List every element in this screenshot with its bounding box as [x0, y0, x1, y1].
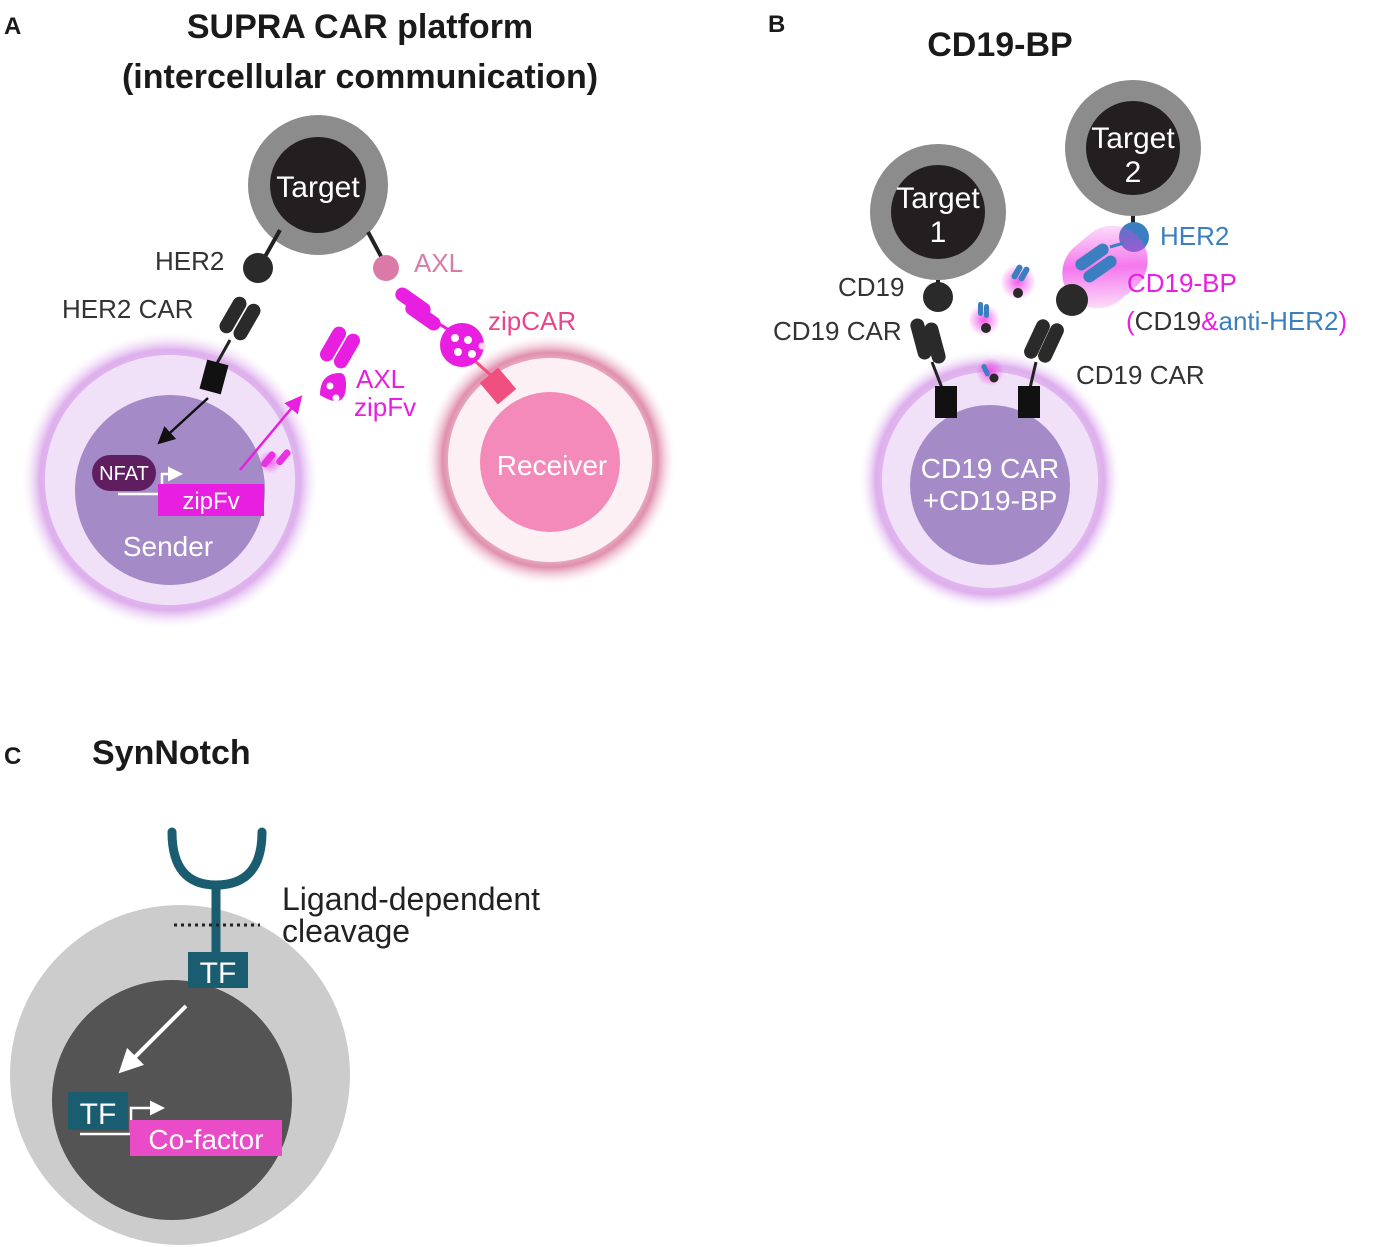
- secretion-arrow: [239, 395, 303, 471]
- target-label-a: Target: [276, 171, 360, 204]
- synnotch-receptor-head: [167, 827, 267, 890]
- her2-car-label: HER2 CAR: [62, 294, 193, 324]
- tf-nucleus-box: [68, 1092, 128, 1130]
- cd19-bp-composition: (CD19&anti-HER2): [1126, 306, 1347, 336]
- paren-close: ): [1338, 306, 1347, 336]
- tf-membrane-label: TF: [200, 957, 237, 990]
- panel-b: B CD19-BP Target 1 Target 2 HER2 CD19 CD…: [768, 11, 1347, 610]
- cleavage-label-2: cleavage: [282, 913, 410, 949]
- cd19-bp-label: CD19-BP: [1127, 268, 1237, 298]
- panel-c-letter: C: [4, 743, 21, 770]
- her2-label-b: HER2: [1160, 221, 1229, 251]
- zipcar: [395, 287, 517, 405]
- sender-label: Sender: [123, 531, 213, 562]
- zipfv-gene: [158, 484, 264, 516]
- target-2-label-2: 2: [1125, 156, 1142, 189]
- nfat-box: [92, 455, 156, 491]
- cd19-car-left: [910, 318, 957, 418]
- zipcar-label: zipCAR: [488, 306, 576, 336]
- cofactor-gene: [130, 1120, 282, 1156]
- synnotch-nucleus: [52, 980, 292, 1220]
- receiver-label: Receiver: [497, 450, 607, 481]
- amp: &: [1201, 306, 1218, 336]
- panel-a-letter: A: [4, 13, 21, 40]
- receiver-cell: [480, 392, 620, 532]
- effector-label-1: CD19 CAR: [921, 453, 1059, 484]
- axl-antigen: [373, 255, 399, 281]
- panel-a: A SUPRA CAR platform (intercellular comm…: [4, 8, 675, 628]
- target-1-cell: Target 1: [870, 144, 1006, 280]
- target-cell-a: Target: [248, 115, 388, 255]
- cd19-car-left-label: CD19 CAR: [773, 316, 902, 346]
- paren-open: (: [1126, 306, 1135, 336]
- axl-zipfv-label-1: AXL: [356, 364, 405, 394]
- axl-label: AXL: [414, 248, 463, 278]
- target-2-cell: Target 2: [1065, 80, 1201, 216]
- tf-membrane-box: [188, 952, 248, 988]
- cd19-antigen: [923, 282, 953, 312]
- cd19-label: CD19: [838, 272, 904, 302]
- panel-a-title-line1: SUPRA CAR platform: [187, 8, 533, 46]
- free-cd19-bp: [968, 264, 1036, 386]
- signal-arrow-a: [157, 397, 209, 445]
- target-1-label-2: 1: [930, 216, 947, 249]
- axl-zipfv: [320, 326, 360, 402]
- her2-label-a: HER2: [155, 246, 224, 276]
- cd19-car-right: [1018, 225, 1148, 418]
- panel-b-letter: B: [768, 11, 785, 38]
- panel-c: C SynNotch Ligand-dependent cleavage TF …: [4, 734, 540, 1245]
- axl-zipfv-label-2: zipFv: [354, 392, 416, 422]
- panel-b-title: CD19-BP: [927, 26, 1072, 64]
- secreted-zipfv-small: [258, 449, 291, 474]
- panel-a-title-line2: (intercellular communication): [122, 58, 598, 96]
- effector-label-2: +CD19-BP: [923, 485, 1058, 516]
- cd19-part: CD19: [1135, 306, 1201, 336]
- anti-her2-part: anti-HER2: [1219, 306, 1339, 336]
- tf-nucleus-label: TF: [80, 1098, 117, 1131]
- effector-cell: [910, 405, 1070, 565]
- tf-arrow: [118, 1004, 188, 1074]
- her2-antigen-a: [243, 253, 273, 283]
- her2-car: [199, 296, 261, 395]
- target-2-label-1: Target: [1091, 122, 1175, 155]
- nfat-label: NFAT: [99, 463, 149, 485]
- zipfv-gene-label: zipFv: [182, 488, 239, 515]
- cleavage-label-1: Ligand-dependent: [282, 881, 540, 917]
- cofactor-label: Co-factor: [148, 1124, 263, 1155]
- cd19-car-right-label: CD19 CAR: [1076, 360, 1205, 390]
- target-1-label-1: Target: [896, 182, 980, 215]
- panel-c-title: SynNotch: [92, 734, 251, 772]
